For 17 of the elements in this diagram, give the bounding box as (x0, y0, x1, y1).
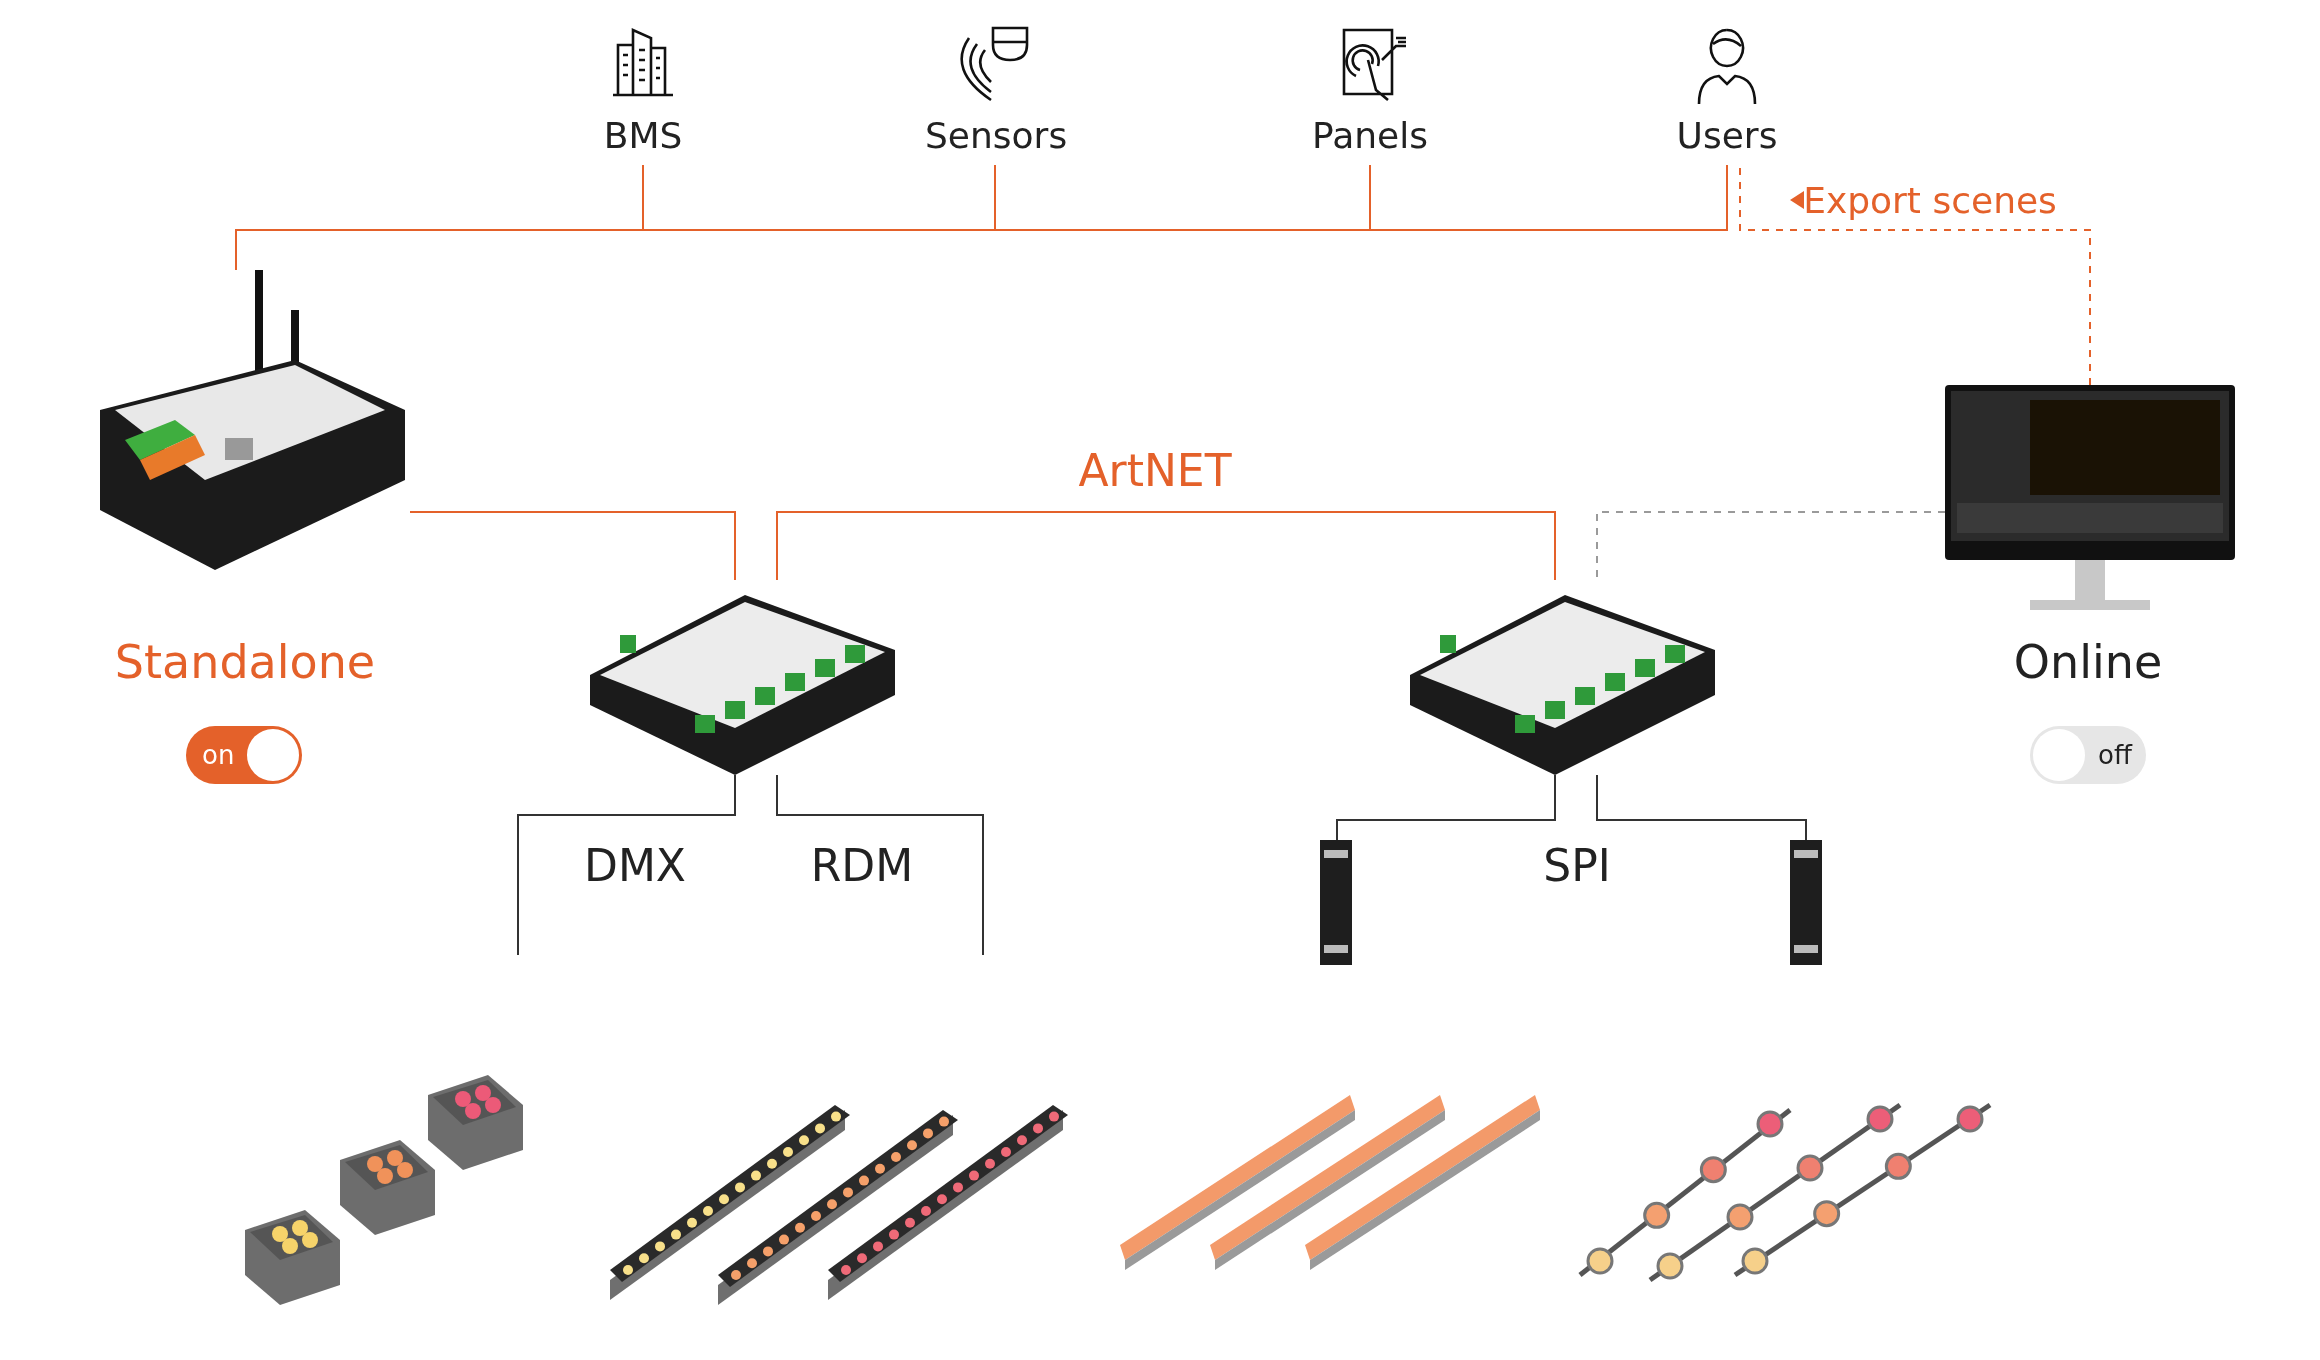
node-label: BMS (602, 115, 684, 156)
connector-line (776, 774, 984, 956)
connector-line (1596, 774, 1807, 841)
toggle-switch: on (186, 726, 302, 784)
connector-line (235, 164, 1728, 271)
connector-line (409, 511, 736, 581)
connector-line (776, 511, 1556, 581)
node-label: Sensors (925, 115, 1065, 156)
node-label: Users (1675, 115, 1779, 156)
caption-label: Standalone (114, 635, 376, 689)
spi-module-drawing (1320, 840, 1352, 965)
connector-line (517, 774, 736, 956)
spi-module-drawing (1790, 840, 1822, 965)
node-label: Panels (1311, 115, 1429, 156)
toggle-switch: off (2030, 726, 2146, 784)
caption-label: Online (2013, 635, 2163, 689)
connector-line (1336, 774, 1556, 841)
